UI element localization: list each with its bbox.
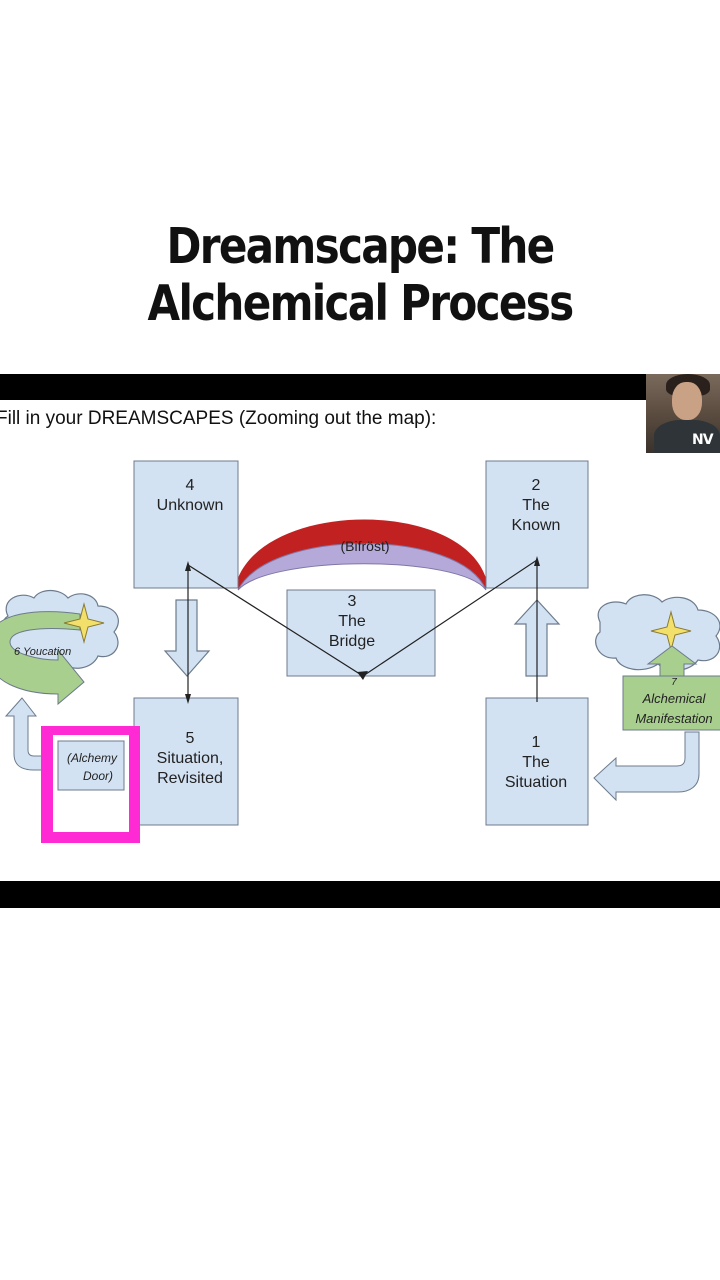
slide-instruction: Fill in your DREAMSCAPES (Zooming out th…: [0, 408, 437, 429]
bifrost-rainbow: [237, 519, 487, 591]
youcation-label: 6 Youcation: [14, 646, 71, 658]
star-icon-left: [63, 602, 105, 644]
top-black-bar: [0, 374, 720, 401]
manifestation-label-1: Alchemical: [642, 691, 707, 706]
node-bridge-number: 3: [348, 593, 357, 610]
title-line-2: Alchemical Process: [147, 275, 575, 332]
alchemical-manifestation: 7 Alchemical Manifestation: [622, 675, 720, 731]
node-situation-label-1: The: [522, 754, 550, 771]
node-bridge: 3 The Bridge: [286, 589, 436, 677]
bottom-black-bar: [0, 881, 720, 908]
title-line-1: Dreamscape: The: [166, 218, 556, 275]
node-unknown: 4 Unknown: [133, 460, 239, 589]
page-title: Dreamscape: The Alchemical Process: [50, 218, 669, 332]
alchemy-door-label-1: (Alchemy: [67, 751, 118, 765]
node-known-label-1: The: [522, 497, 550, 514]
manifestation-label-2: Manifestation: [635, 711, 712, 726]
manifestation-number: 7: [671, 677, 677, 688]
dreamscape-diagram: (Bifröst) 4 Unknown 2 The Known 3 The Br…: [0, 460, 720, 843]
node-revisited-label-1: Situation,: [157, 750, 224, 767]
node-situation-number: 1: [532, 734, 541, 751]
alchemy-door-label-2: Door): [83, 769, 113, 783]
manifestation-return-arrow-icon: [593, 731, 700, 802]
youcation-arrow-icon: [0, 611, 85, 706]
presenter-shirt: [654, 420, 720, 453]
node-bridge-label-2: Bridge: [329, 633, 375, 650]
node-revisited-label-2: Revisited: [157, 770, 223, 787]
node-situation-revisited: 5 Situation, Revisited: [133, 697, 239, 826]
shirt-logo: NV: [692, 432, 714, 448]
manifestation-up-arrow-icon: [646, 645, 698, 677]
node-the-situation: 1 The Situation: [485, 697, 589, 826]
node-bridge-label-1: The: [338, 613, 366, 630]
slide-area: (Bifröst) 4 Unknown 2 The Known 3 The Br…: [0, 400, 720, 881]
node-situation-label-2: Situation: [505, 774, 567, 791]
node-unknown-label: Unknown: [157, 497, 224, 514]
node-revisited-number: 5: [186, 730, 195, 747]
node-known-label-2: Known: [512, 517, 561, 534]
webcam-overlay: NV: [646, 374, 720, 453]
node-unknown-number: 4: [186, 477, 195, 494]
down-arrow-icon: [163, 599, 211, 677]
path-arrowheads: [185, 556, 540, 704]
bifrost-label: (Bifröst): [341, 538, 390, 554]
node-known: 2 The Known: [485, 460, 589, 589]
presenter-face: [672, 382, 702, 420]
alchemy-door: (Alchemy Door): [41, 726, 140, 843]
node-known-number: 2: [532, 477, 541, 494]
